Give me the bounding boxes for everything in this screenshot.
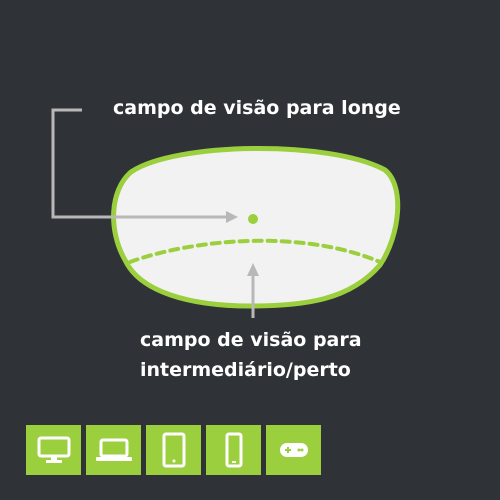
tablet-tile bbox=[146, 425, 201, 475]
monitor-tile bbox=[26, 425, 81, 475]
far-field-label: campo de visão para longe bbox=[113, 97, 401, 119]
gamepad-tile bbox=[266, 425, 321, 475]
phone-icon bbox=[225, 432, 242, 468]
far-field-dot bbox=[248, 214, 258, 224]
near-field-label: campo de visão para intermediário/perto bbox=[140, 325, 362, 385]
near-field-arrowhead bbox=[247, 263, 259, 276]
far-field-arrowhead bbox=[226, 211, 238, 223]
near-field-label-line1: campo de visão para bbox=[140, 329, 362, 351]
phone-tile bbox=[206, 425, 261, 475]
device-icon-row bbox=[26, 425, 321, 475]
lens-outline bbox=[111, 145, 401, 309]
tablet-icon bbox=[162, 432, 185, 468]
far-field-arrow bbox=[51, 108, 228, 219]
near-field-label-line2: intermediário/perto bbox=[140, 359, 351, 381]
zone-divider-dashed bbox=[128, 238, 382, 264]
laptop-icon bbox=[95, 438, 132, 461]
laptop-tile bbox=[86, 425, 141, 475]
monitor-icon bbox=[37, 436, 70, 463]
gamepad-icon bbox=[279, 443, 308, 457]
